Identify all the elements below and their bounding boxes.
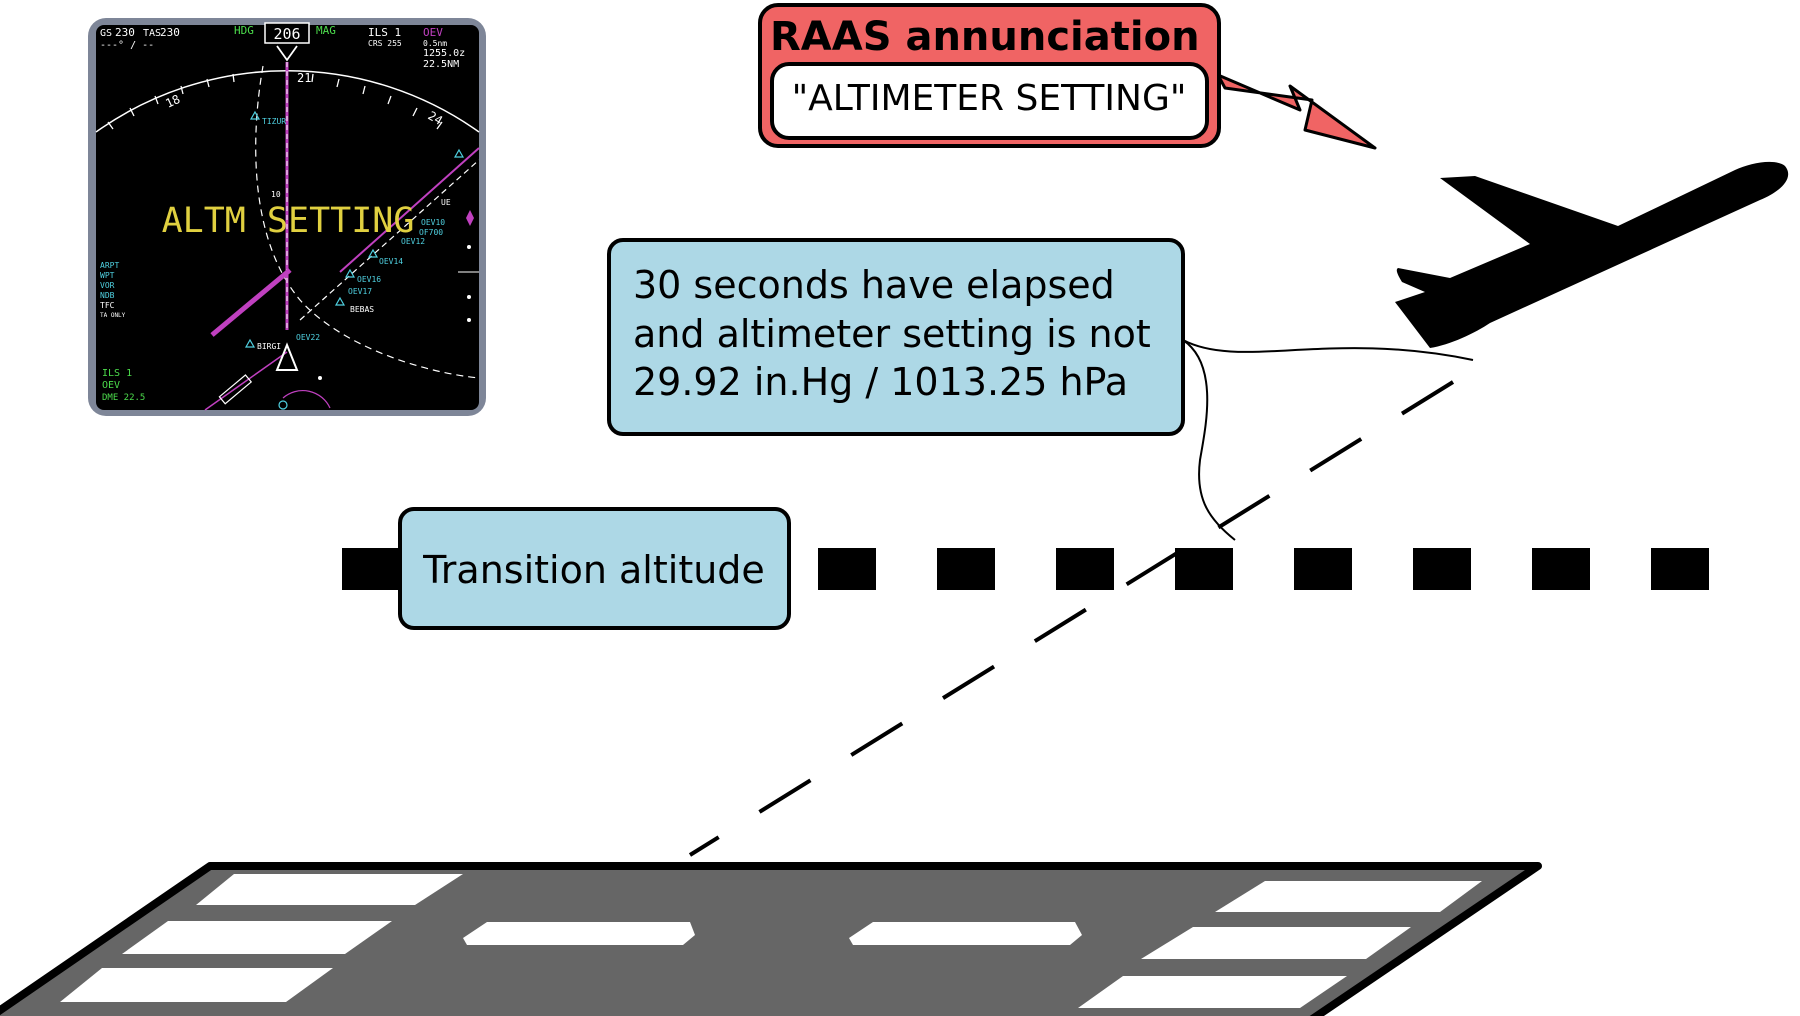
nd-bottom-dme: DME 22.5	[102, 393, 145, 403]
transition-altitude-line	[342, 548, 1709, 590]
nd-gs-label: GS	[100, 28, 112, 39]
nd-approach-course	[299, 159, 480, 321]
transition-box-frame	[398, 507, 791, 630]
nd-magenta-route	[210, 268, 292, 337]
nd-heading-pointer	[276, 45, 298, 62]
condition-callout: 30 seconds have elapsed and altimeter se…	[607, 238, 1474, 541]
nd-wpt-range: 22.5NM	[423, 59, 459, 70]
transition-altitude-label: Transition altitude	[398, 507, 791, 630]
condition-box-frame	[607, 238, 1185, 436]
runway-threshold-left	[60, 874, 463, 1002]
nd-wpt-oev22: OEV22	[296, 333, 320, 342]
nd-runway-symbol	[218, 374, 253, 405]
airplane-icon	[1395, 161, 1789, 348]
nd-compass-label-18: 18	[163, 92, 182, 111]
nd-glideslope-marker	[466, 210, 474, 226]
nd-wpt-dist: 0.5nm	[423, 39, 447, 48]
condition-line-1: 30 seconds have elapsed	[633, 263, 1115, 307]
nd-mag-label: MAG	[316, 24, 336, 37]
lightning-bolt-icon	[1216, 73, 1377, 150]
callout-leader-transition	[1182, 339, 1236, 541]
nd-right-scale-dots	[318, 245, 471, 380]
nd-range-ring	[255, 65, 480, 379]
nd-vor-symbol	[278, 400, 288, 410]
nd-heading-box	[264, 22, 310, 44]
nd-waypoint-labels: TIZUR OEV10 OF700 OEV12 OEV14 OEV16 OEV1…	[257, 117, 451, 351]
nd-wpt-name: OEV	[423, 26, 443, 39]
nd-wpt-tizur: TIZUR	[262, 117, 286, 126]
nd-tas-label: TAS	[143, 28, 161, 39]
runway-centerline	[463, 922, 1082, 945]
nd-wpt-oev10: OEV10	[421, 218, 445, 227]
nd-compass-ticks	[107, 73, 443, 130]
nd-legend-arpt: ARPT	[100, 261, 119, 270]
runway	[0, 862, 1542, 1016]
nd-ils-label: ILS 1	[368, 26, 401, 39]
raas-annunciation-box: RAAS annunciation "ALTIMETER SETTING"	[758, 3, 1377, 150]
nd-magenta-route-2	[339, 147, 480, 273]
raas-message-box	[770, 62, 1209, 140]
nd-compass-label-24: 24	[426, 108, 446, 127]
nd-wpt-time: 1255.0z	[423, 48, 465, 59]
nd-alert-text: ALTM SETTING	[162, 201, 415, 241]
nd-bottom-ils: ILS 1	[102, 368, 132, 379]
callout-leader-aircraft	[1182, 339, 1474, 361]
nd-bottom-ident: OEV	[102, 380, 120, 391]
climb-path	[688, 380, 1455, 857]
nd-wpt-oev14: OEV14	[379, 257, 403, 266]
nd-legend: ARPT WPT VOR NDB TFC TA ONLY	[100, 261, 126, 319]
raas-message: "ALTIMETER SETTING"	[792, 78, 1187, 119]
nd-wpt-birgi: BIRGI	[257, 342, 281, 351]
nd-legend-vor: VOR	[100, 281, 115, 290]
condition-line-2: and altimeter setting is not	[633, 312, 1151, 356]
nd-wpt-oev16: OEV16	[357, 275, 381, 284]
transition-label: Transition altitude	[422, 548, 765, 592]
nd-wpt-bebas: BEBAS	[350, 305, 374, 314]
nd-heading-value: 206	[273, 25, 300, 43]
nd-wind: ---° / --	[100, 40, 154, 51]
nd-wpt-oev17: OEV17	[348, 287, 372, 296]
nd-wpt-ue: UE	[441, 198, 451, 207]
nd-range-mark: 10	[271, 190, 281, 199]
nd-waypoint-symbols	[244, 110, 465, 348]
nd-wpt-oev12: OEV12	[401, 237, 425, 246]
nd-legend-tfc: TFC	[100, 301, 115, 310]
nd-gs-value: 230	[115, 26, 135, 39]
nd-magenta-arc	[282, 389, 331, 409]
nd-wpt-of700: OF700	[419, 228, 443, 237]
nd-hdg-label: HDG	[234, 24, 254, 37]
nd-compass-label-21: 21	[297, 71, 311, 85]
nd-magenta-route-3	[204, 351, 288, 411]
nd-ownship-symbol	[275, 342, 299, 371]
nd-legend-ndb: NDB	[100, 291, 115, 300]
nd-legend-wpt: WPT	[100, 271, 115, 280]
condition-line-3: 29.92 in.Hg / 1013.25 hPa	[633, 360, 1128, 404]
runway-threshold-right	[1078, 881, 1482, 1008]
nd-tas-value: 230	[160, 26, 180, 39]
nd-legend-ta-only: TA ONLY	[100, 312, 126, 319]
navigation-display: GS 230 TAS 230 ---° / -- HDG 206 MAG ILS…	[88, 18, 486, 416]
raas-title: RAAS annunciation	[770, 14, 1200, 60]
nd-ils-crs: CRS 255	[368, 39, 402, 48]
